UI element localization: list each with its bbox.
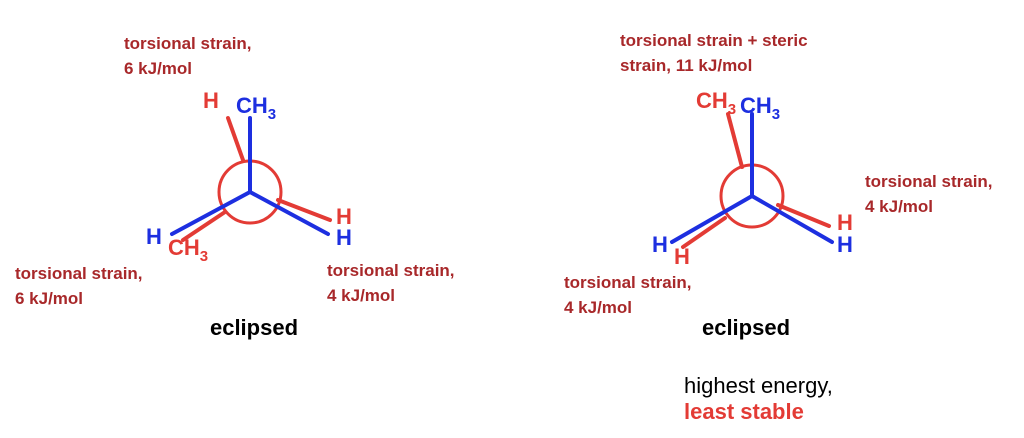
left-back-bond-right	[276, 198, 332, 222]
left-bottom-left-strain-label: torsional strain, 6 kJ/mol	[15, 264, 147, 308]
right-newman-projection: CH3 CH3 H H H H torsional strain + steri…	[564, 31, 997, 424]
left-back-top-atom: H	[203, 88, 219, 113]
right-back-right-atom: H	[837, 210, 853, 235]
left-top-strain-label: torsional strain, 6 kJ/mol	[124, 34, 256, 78]
left-back-left-atom: CH3	[168, 235, 208, 265]
right-front-bond-right	[750, 194, 834, 244]
left-front-top-atom: CH3	[236, 93, 276, 123]
left-back-bond-top	[226, 116, 245, 162]
right-front-left-atom: H	[652, 232, 668, 257]
left-back-bond-left	[181, 210, 227, 242]
left-bottom-right-strain-label: torsional strain, 4 kJ/mol	[327, 261, 459, 305]
right-top-strain-label: torsional strain + steric strain, 11 kJ/…	[620, 31, 812, 75]
left-front-left-atom: H	[146, 224, 162, 249]
left-front-right-atom: H	[336, 225, 352, 250]
left-back-right-atom: H	[336, 204, 352, 229]
right-side-strain-label: torsional strain, 4 kJ/mol	[865, 172, 997, 216]
right-back-bond-right	[776, 203, 831, 228]
right-front-bond-left	[670, 194, 754, 244]
right-back-bond-left	[681, 216, 727, 249]
energy-note: highest energy,	[684, 373, 833, 398]
right-front-top-atom: CH3	[740, 93, 780, 123]
stability-note: least stable	[684, 399, 804, 424]
right-back-top-atom: CH3	[696, 88, 736, 118]
left-caption: eclipsed	[210, 315, 298, 340]
left-front-bond-left	[170, 190, 252, 236]
right-caption: eclipsed	[702, 315, 790, 340]
right-back-bond-top	[726, 112, 744, 169]
left-front-bond-right	[248, 190, 330, 236]
right-bottom-strain-label: torsional strain, 4 kJ/mol	[564, 273, 696, 317]
right-front-right-atom: H	[837, 232, 853, 257]
left-newman-projection: H CH3 H H H CH3 torsional strain, 6 kJ/m…	[15, 34, 459, 340]
right-back-left-atom: H	[674, 244, 690, 269]
